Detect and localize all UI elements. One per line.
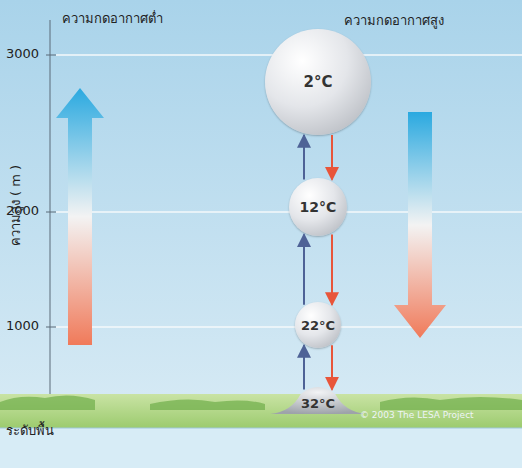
label-text: ความกดอากาศต่ำ bbox=[62, 8, 163, 29]
temperature-text: 2°C bbox=[304, 73, 333, 91]
sinking-arrow bbox=[331, 345, 333, 389]
rising-arrow bbox=[303, 135, 305, 179]
sinking-arrow bbox=[331, 234, 333, 304]
height-label: 3000 bbox=[6, 46, 39, 61]
mound-outline bbox=[270, 387, 366, 414]
rising-arrow bbox=[303, 345, 305, 389]
height-label: ระดับพื้น bbox=[6, 420, 54, 441]
temperature-text: 12°C bbox=[300, 199, 337, 215]
hills bbox=[150, 399, 265, 410]
air-parcel-bubble: 12°C bbox=[289, 178, 347, 236]
temperature-text: 22°C bbox=[301, 318, 335, 333]
band-edge bbox=[0, 428, 522, 429]
ground-air-parcel: 32°C bbox=[270, 384, 366, 414]
label-text: ความกดอากาศสูง bbox=[344, 10, 444, 31]
hills bbox=[0, 395, 95, 410]
temperature-text: 32°C bbox=[301, 396, 335, 411]
label-text: © 2003 The LESA Project bbox=[360, 410, 474, 420]
axis-title: ความสูง ( m ) bbox=[6, 164, 27, 245]
rising-air-arrow bbox=[56, 88, 104, 345]
air-parcel-bubble: 22°C bbox=[295, 302, 341, 348]
height-axis bbox=[50, 20, 51, 420]
height-label: 1000 bbox=[6, 318, 39, 333]
axis-ticks bbox=[46, 55, 56, 327]
rising-arrow bbox=[303, 234, 305, 304]
hills bbox=[380, 397, 522, 410]
sinking-air-arrow bbox=[394, 112, 446, 338]
water-band bbox=[0, 428, 522, 468]
sinking-arrow bbox=[331, 135, 333, 179]
air-parcel-bubble: 2°C bbox=[265, 29, 371, 135]
ground bbox=[0, 394, 522, 428]
